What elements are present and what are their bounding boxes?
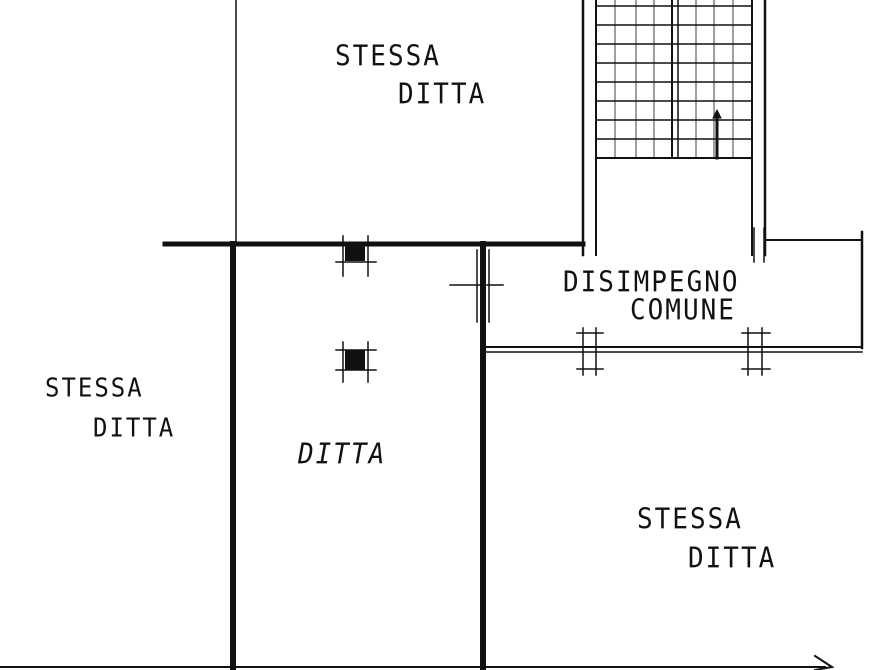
pillar-a: [345, 244, 365, 261]
stair-arrow-head: [712, 108, 722, 119]
room-bottom-right-line2: DITTA: [688, 542, 777, 576]
room-top-line2: DITTA: [398, 78, 487, 112]
pillar-b: [345, 350, 365, 370]
room-corridor-line2: COMUNE: [630, 294, 736, 328]
room-top-line1: STESSA: [335, 40, 441, 74]
room-corridor-line1: DISIMPEGNO: [563, 266, 740, 300]
room-left-line2: DITTA: [93, 412, 176, 444]
stair-steps: [596, 0, 752, 158]
room-left-line1: STESSA: [45, 372, 144, 404]
room-bottom-right-line1: STESSA: [637, 503, 743, 537]
arrow-tip: [813, 654, 835, 670]
room-center-label: DITTA: [298, 438, 387, 472]
